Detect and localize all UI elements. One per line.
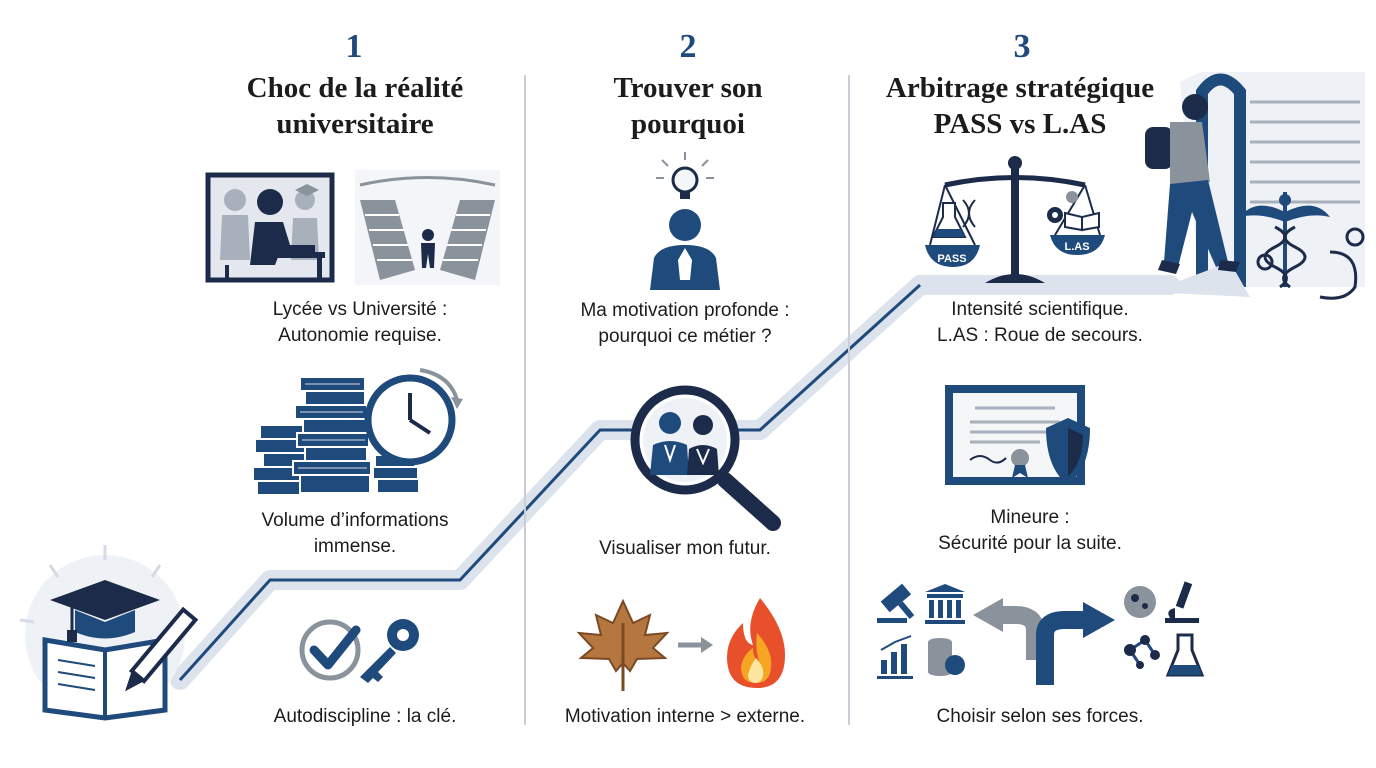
step-number-3: 3 [1013,28,1031,65]
step-number-1: 1 [345,28,363,65]
graduation-book-icon [19,545,199,721]
scale-label-las: L.AS [1064,241,1089,253]
check-key-icon [299,619,419,683]
caption-1-1: Lycée vs Université :Autonomie requise. [272,299,448,346]
motivation-person-icon [650,152,720,290]
leaf-to-flame-icon [576,598,785,691]
column-divider [524,75,526,725]
caption-3-3: Choisir selon ses forces. [936,706,1144,727]
caption-3-2: Mineure :Sécurité pour la suite. [938,507,1122,554]
caption-2-3: Motivation interne > externe. [564,706,806,727]
books-clock-icon [252,368,463,496]
caption-2-1: Ma motivation profonde :pourquoi ce méti… [580,300,790,347]
balance-scale-icon: PASS L.AS [925,156,1105,283]
magnifier-doctors-icon [630,385,781,531]
step-number-2: 2 [679,28,697,65]
caption-3-1: Intensité scientifique.L.AS : Roue de se… [937,299,1143,346]
student-doorway-icon [1145,72,1365,300]
scale-label-pass: PASS [937,253,966,265]
career-choice-icon [877,581,1205,685]
classroom-icon [205,172,335,283]
diploma-shield-icon [945,385,1090,485]
amphitheatre-icon [355,170,500,285]
caption-1-3: Autodiscipline : la clé. [273,706,457,727]
column-divider [848,75,850,725]
caption-2-2: Visualiser mon futur. [599,538,771,559]
